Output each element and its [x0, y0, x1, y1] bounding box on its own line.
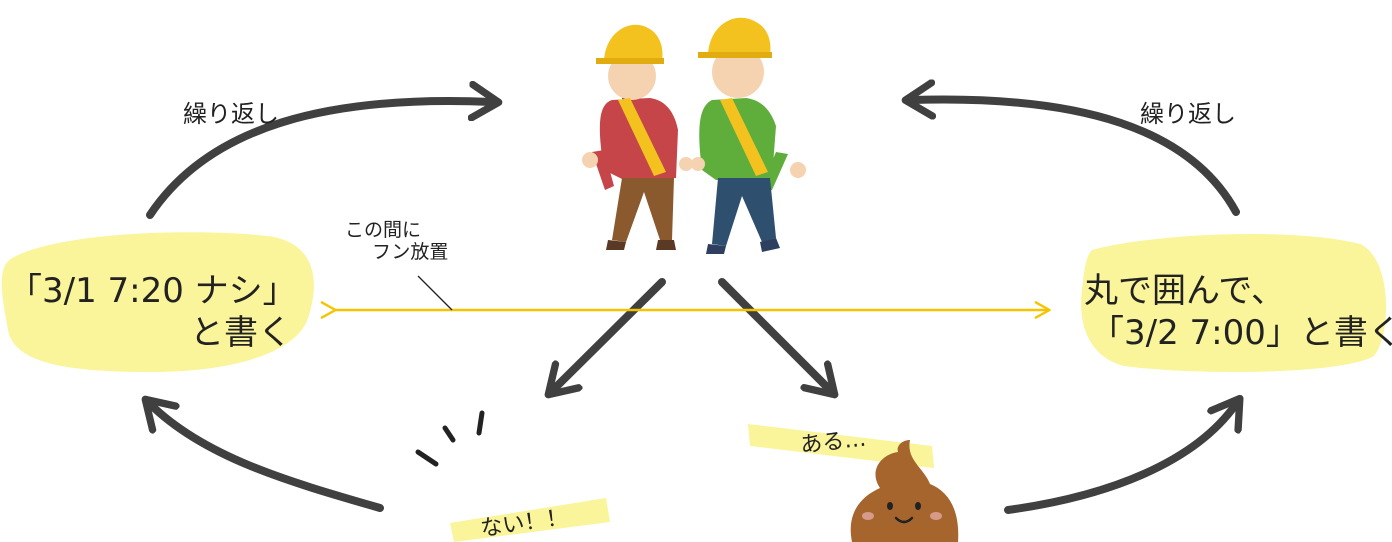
left-note-text: 「3/1 7:20 ナシ」 と書く: [8, 270, 297, 354]
found-return-arrow: [1004, 404, 1236, 514]
repeat-label-right: 繰り返し: [1140, 100, 1236, 128]
right-note-line2: 「3/2 7:00」と書く: [1090, 313, 1392, 353]
branch-arrow-none: [553, 278, 666, 390]
poop-icon: [850, 440, 959, 542]
none-return-arrow: [150, 404, 384, 512]
right-note-text: 丸で囲んで、 「3/2 7:00」と書く: [1084, 270, 1392, 354]
repeat-arrow-left: [146, 101, 492, 219]
repeat-label-left: 繰り返し: [183, 100, 279, 128]
left-note-blob: [1, 232, 314, 372]
found-label: ある…: [799, 426, 868, 459]
right-note-line1: 丸で囲んで、: [1084, 271, 1285, 311]
left-note-line1: 「3/1 7:20 ナシ」: [8, 271, 297, 311]
patrol-people-illustration: [582, 17, 806, 254]
left-note-line2: と書く: [190, 313, 292, 353]
gap-leader-line: [417, 275, 453, 311]
surprise-lines-icon: [415, 410, 485, 467]
gap-label-line2: フン放置: [372, 241, 449, 263]
gap-label: この間に フン放置: [345, 219, 448, 263]
nai-highlight: [450, 498, 610, 542]
gap-label-line1: この間に: [345, 219, 422, 241]
right-note-blob: [1081, 233, 1387, 372]
branch-arrow-found: [718, 278, 830, 390]
repeat-arrow-right: [912, 100, 1240, 216]
